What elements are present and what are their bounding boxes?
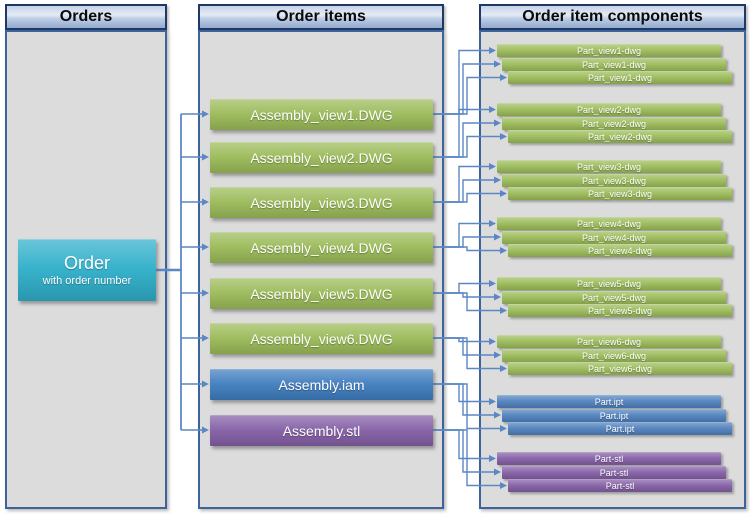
column-order-items-header: Order items [198,4,444,30]
component-bar: Part.ipt [508,422,732,435]
component-bar: Part-stl [497,452,721,465]
column-order-items-title: Order items [276,8,366,25]
component-bar: Part_view1-dwg [502,57,726,71]
order-item-box: Assembly_view5.DWG [210,277,433,309]
component-bar: Part_view4-dwg [502,230,726,244]
component-bar: Part_view6-dwg [497,335,721,348]
component-bar: Part_view4-dwg [497,217,721,230]
order-box: Order with order number [18,239,156,301]
order-item-box: Assembly_view4.DWG [210,231,433,263]
column-components-header: Order item components [479,4,746,30]
component-bar: Part_view5-dwg [502,290,726,304]
order-item-box: Assembly_view3.DWG [210,186,433,218]
component-bar: Part_view6-dwg [502,348,726,362]
component-bar: Part_view2-dwg [502,116,726,130]
order-box-subtitle: with order number [42,275,132,287]
component-bar: Part_view4-dwg [508,244,732,257]
component-bar: Part.ipt [502,408,726,422]
order-item-box: Assembly_view6.DWG [210,322,433,354]
component-bar: Part_view1-dwg [497,44,721,57]
order-item-box: Assembly_view1.DWG [210,98,433,130]
component-bar: Part_view3-dwg [508,187,732,200]
component-bar: Part-stl [508,479,732,492]
component-bar: Part_view3-dwg [497,160,721,173]
column-orders-header: Orders [5,4,167,30]
component-bar: Part_view3-dwg [502,173,726,187]
component-bar: Part_view2-dwg [508,130,732,143]
component-bar: Part.ipt [497,395,721,408]
component-bar: Part_view1-dwg [508,71,732,84]
order-item-box: Assembly_view2.DWG [210,141,433,173]
order-item-box: Assembly.iam [210,368,433,400]
order-item-box: Assembly.stl [210,414,433,446]
component-bar: Part_view6-dwg [508,362,732,375]
component-bar: Part_view5-dwg [497,277,721,290]
component-bar: Part_view5-dwg [508,304,732,317]
column-components-title: Order item components [522,8,703,25]
column-orders-title: Orders [59,8,113,25]
component-bar: Part_view2-dwg [497,103,721,116]
order-box-title: Order [63,253,110,273]
component-bar: Part-stl [502,465,726,479]
